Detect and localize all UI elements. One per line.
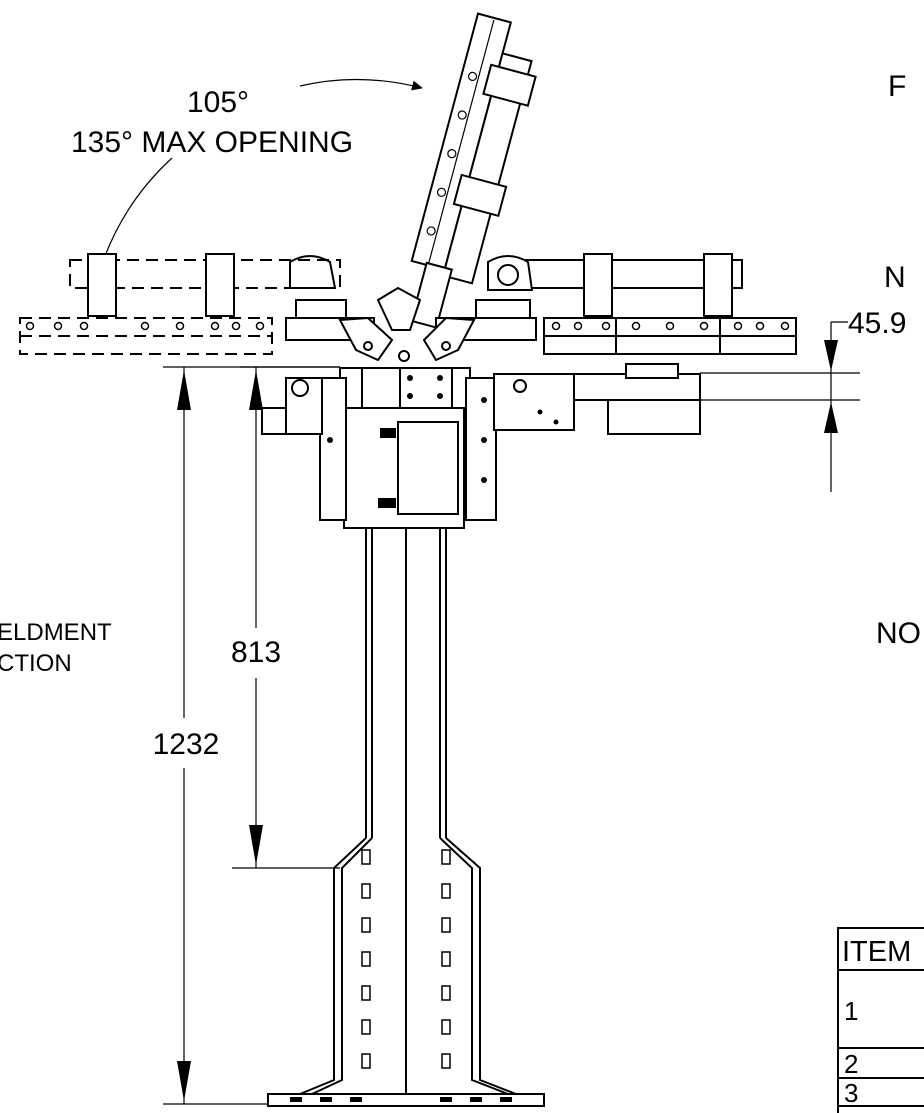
left-callout-line1: ELDMENT: [0, 619, 112, 646]
left-callout-line2: CTION: [0, 650, 72, 677]
bom-row-2: 2: [844, 1049, 858, 1079]
hinge-block: [285, 286, 537, 362]
angle-max-label: 135° MAX OPENING: [71, 126, 353, 159]
left-jaw-dashed: [19, 253, 341, 355]
dimension-813: 813: [220, 366, 340, 869]
dimension-813-label: 813: [231, 636, 281, 669]
dimension-1232: 1232: [150, 366, 340, 1105]
angle-nominal-label: 105°: [187, 86, 249, 119]
right-fragment-2: N: [884, 261, 906, 294]
base-legs: [267, 837, 545, 1107]
right-fragment-1: F: [888, 70, 906, 103]
dimension-45-9: 45.9: [700, 307, 906, 492]
right-jaw: [487, 253, 797, 355]
dimension-45-9-label: 45.9: [848, 307, 906, 340]
opened-arm: [409, 12, 537, 329]
bom-row-3: 3: [844, 1078, 858, 1108]
bom-table: ITEM 1 2 3: [837, 927, 924, 1113]
angle-callout: 105° 135° MAX OPENING: [71, 78, 423, 301]
column: [365, 528, 447, 1094]
right-fragment-3: NO: [876, 617, 921, 650]
bom-header-item: ITEM: [842, 936, 911, 968]
dimension-1232-label: 1232: [153, 728, 220, 761]
main-housing: [261, 363, 701, 529]
bom-row-1: 1: [844, 996, 858, 1026]
